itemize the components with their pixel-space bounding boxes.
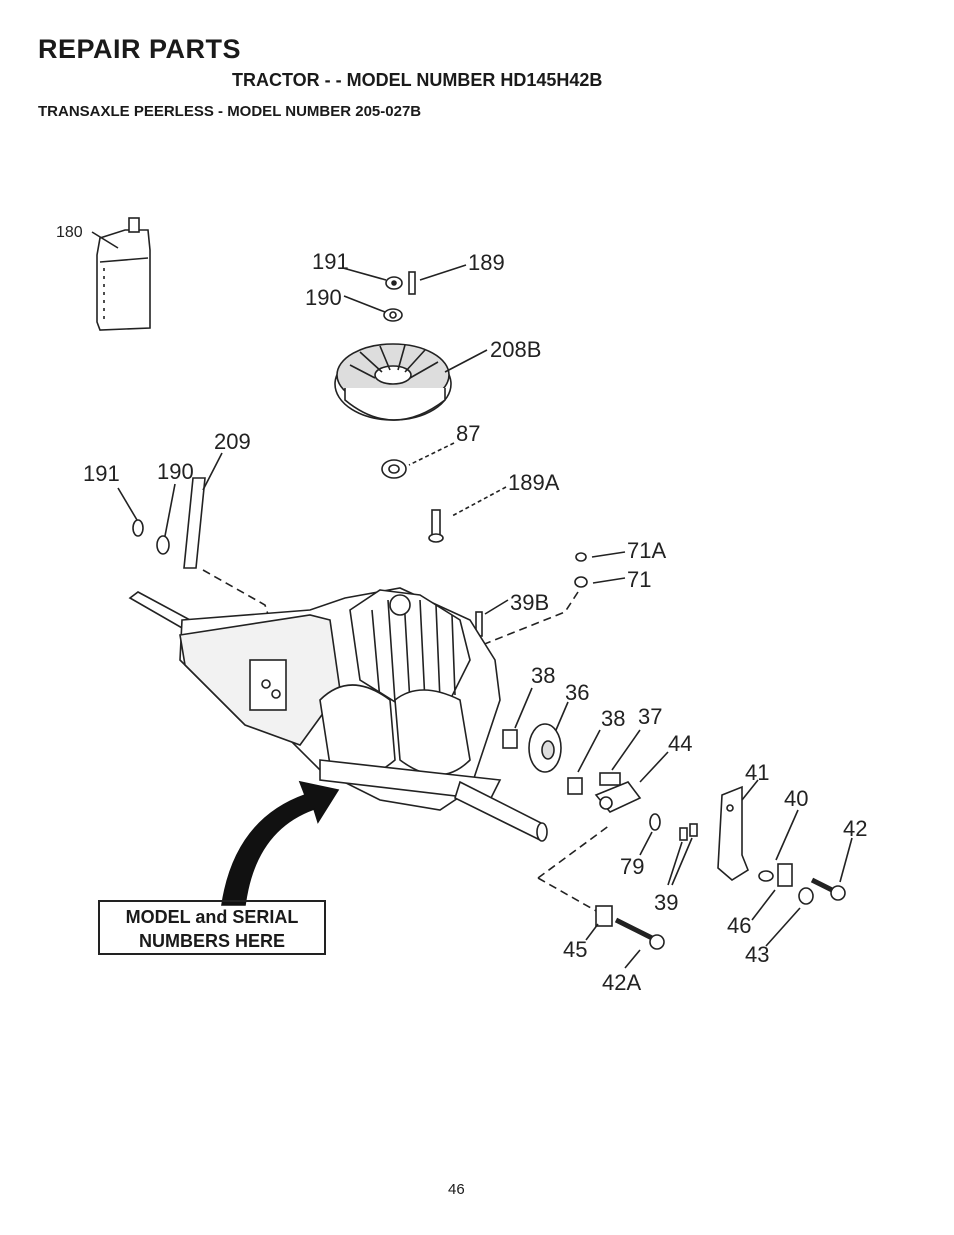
callout-44: 44 [668, 731, 692, 756]
pin-39-a [679, 827, 688, 841]
callout-79: 79 [620, 854, 644, 879]
nut-191 [132, 519, 144, 537]
transaxle-model-heading: TRANSAXLE PEERLESS - MODEL NUMBER 205-02… [38, 103, 422, 120]
washer-46 [758, 870, 774, 882]
hardware-191-189-190 [383, 271, 416, 322]
page-title: REPAIR PARTS [38, 34, 242, 64]
bracket-44 [594, 781, 642, 813]
bolt-42 [810, 877, 846, 901]
callout-191-top: 191 [312, 249, 349, 274]
spacer-79 [649, 813, 661, 831]
plate-37 [599, 772, 621, 786]
model-serial-box: MODEL and SERIAL NUMBERS HERE [98, 900, 326, 955]
callout-180: 180 [56, 224, 83, 241]
callout-46: 46 [727, 913, 751, 938]
callout-45: 45 [563, 937, 587, 962]
callout-87: 87 [456, 421, 480, 446]
model-serial-line1: MODEL and SERIAL [125, 907, 299, 927]
bearing-87 [381, 459, 407, 479]
bolt-189a [428, 509, 444, 543]
bushing-45 [595, 905, 613, 927]
model-serial-line2: NUMBERS HERE [138, 931, 285, 951]
key-38-a [502, 729, 518, 749]
lever-41 [717, 785, 749, 881]
callout-189: 189 [468, 250, 505, 275]
bolt-42a [614, 917, 665, 950]
callout-37: 37 [638, 704, 662, 729]
callout-42: 42 [843, 816, 867, 841]
callout-71a: 71A [627, 538, 666, 563]
model-serial-arrow [221, 780, 340, 906]
callout-190-left: 190 [157, 459, 194, 484]
callout-36: 36 [565, 680, 589, 705]
callout-38-a: 38 [531, 663, 555, 688]
tractor-model-heading: TRACTOR - - MODEL NUMBER HD145H42B [232, 70, 603, 90]
callout-38-b: 38 [601, 706, 625, 731]
callout-43: 43 [745, 942, 769, 967]
transaxle-housing [128, 587, 548, 842]
washer-71a [575, 552, 587, 562]
callout-40: 40 [784, 786, 808, 811]
washer-190 [156, 535, 170, 555]
pulley-208b [334, 343, 452, 421]
nut-43 [798, 887, 814, 905]
oil-bottle-part [96, 217, 151, 331]
callout-208b: 208B [490, 337, 541, 362]
pin-39-b [689, 823, 698, 837]
callout-209: 209 [214, 429, 251, 454]
bracket-40 [777, 863, 793, 887]
link-209 [183, 477, 206, 569]
callout-191-left: 191 [83, 461, 120, 486]
callout-190-top: 190 [305, 285, 342, 310]
nut-71 [574, 576, 588, 588]
hub-36 [528, 723, 562, 773]
key-38-b [567, 777, 583, 795]
callout-71: 71 [627, 567, 651, 592]
callout-42a: 42A [602, 970, 641, 995]
callout-39: 39 [654, 890, 678, 915]
page-number: 46 [448, 1181, 465, 1198]
callout-39b: 39B [510, 590, 549, 615]
callout-41: 41 [745, 760, 769, 785]
callout-189a: 189A [508, 470, 560, 495]
